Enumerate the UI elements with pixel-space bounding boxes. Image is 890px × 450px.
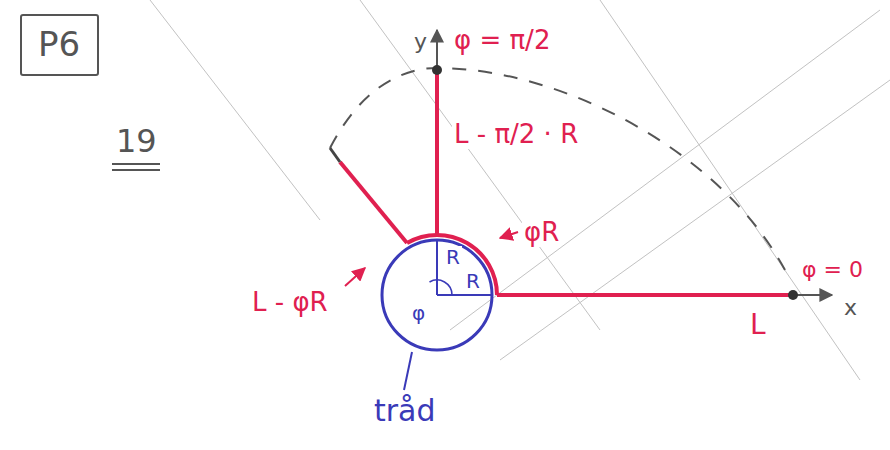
callout-number: 19 [114,124,159,159]
thread [340,162,407,243]
y-axis [436,30,438,70]
length-label: L - φR [250,288,330,317]
angle-value: φ = 0 [800,258,865,282]
cylinder [382,240,492,350]
axis-label: y [412,30,429,54]
box-label: P6 [36,26,83,63]
underline [112,163,160,165]
label-box: P6 [20,14,99,76]
angle-label: φ [410,302,427,324]
pointer-arrow [500,232,518,238]
arc-length-label: φR [522,218,561,247]
x-axis [795,294,832,296]
thread [497,293,793,297]
length-label: L - π/2 · R [452,120,580,149]
leader-line [404,352,412,390]
radius-line [436,240,438,295]
radius-label: R [464,270,482,292]
length-label: L [748,310,768,341]
note-label: tråd [372,394,438,427]
angle-value: φ = π/2 [452,26,552,55]
axis-label: x [842,296,859,320]
mass-dot [432,65,442,75]
angle-arc [430,280,453,295]
radius-label: R [444,246,462,268]
radius-line [437,294,492,296]
wrapped-thread [407,235,497,295]
underline [112,169,160,171]
pointer-arrow [345,268,365,286]
thread [435,72,439,235]
mass-dot [788,290,798,300]
paper-lines [150,0,890,380]
trajectory-curve [330,68,785,270]
thread-end [330,148,340,162]
